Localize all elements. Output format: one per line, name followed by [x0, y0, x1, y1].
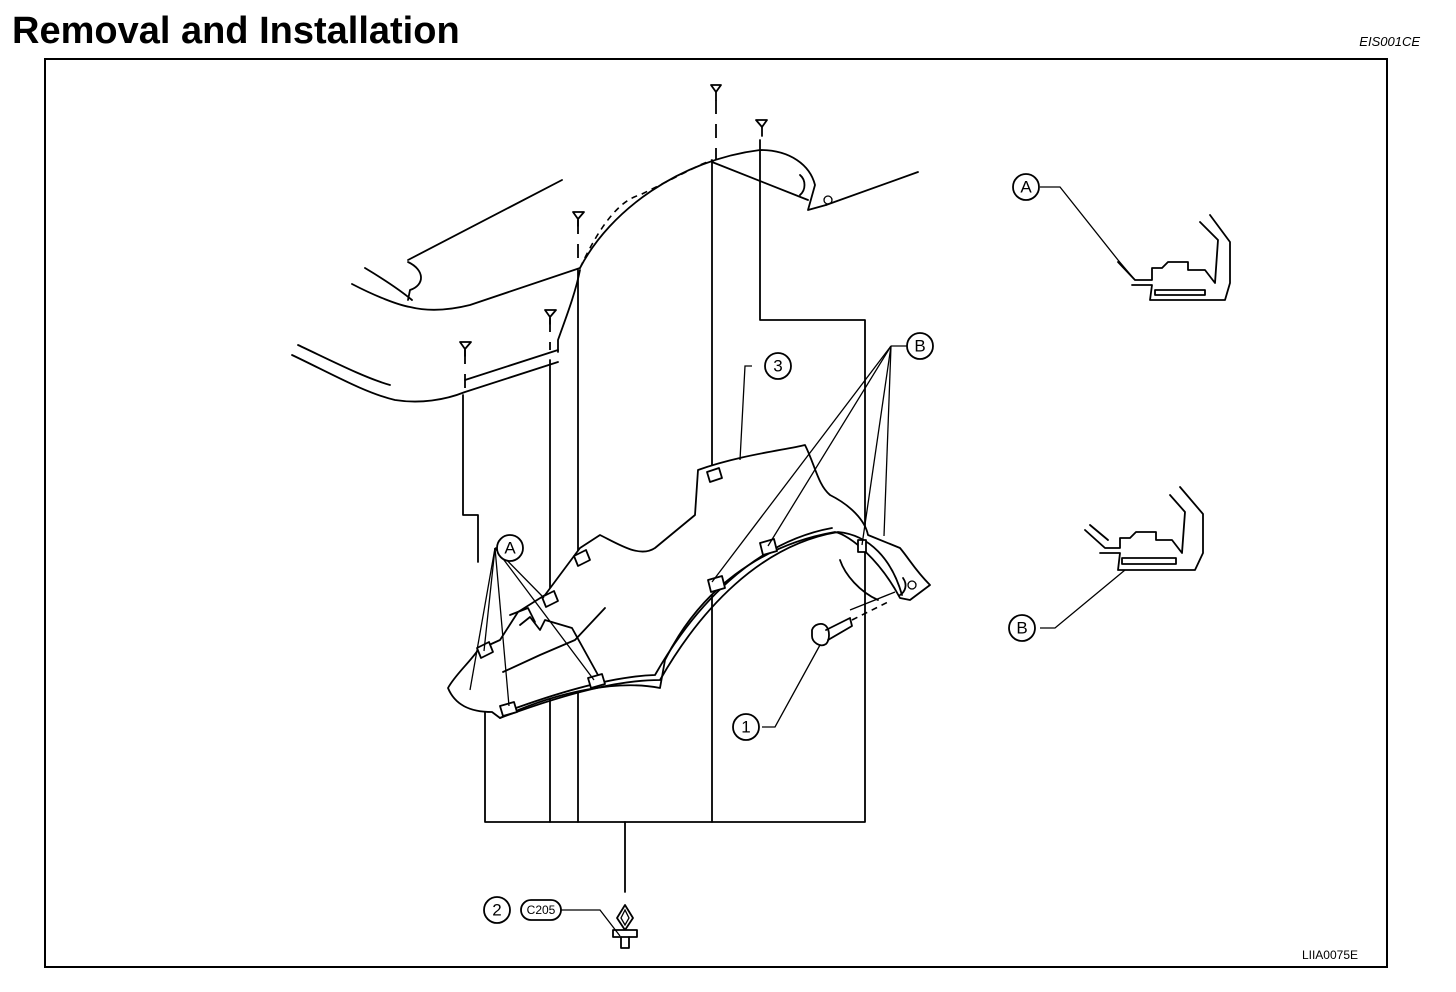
- callout-2: 2: [483, 896, 511, 924]
- svg-text:C205: C205: [527, 903, 556, 917]
- wheel-arch-top: [579, 149, 833, 269]
- protector-slots: [476, 467, 867, 717]
- svg-text:A: A: [1020, 178, 1032, 197]
- page-title: Removal and Installation: [12, 10, 460, 52]
- callout-a-main: A: [496, 534, 524, 562]
- leader-lines: [469, 345, 908, 937]
- clip-code-label: C205: [520, 899, 562, 921]
- top-clips: [459, 84, 768, 357]
- svg-text:A: A: [504, 539, 516, 558]
- upper-structure: [291, 171, 919, 403]
- svg-text:B: B: [914, 337, 925, 356]
- callout-a-detail: A: [1012, 173, 1040, 201]
- detail-a: [1040, 186, 1231, 301]
- clip-lines: [464, 100, 717, 590]
- svg-text:1: 1: [741, 718, 750, 737]
- detail-b: [1040, 486, 1204, 629]
- svg-text:2: 2: [492, 901, 501, 920]
- callout-b-detail: B: [1008, 614, 1036, 642]
- svg-text:B: B: [1016, 619, 1027, 638]
- clip-c205: [612, 904, 638, 949]
- diagram-frame: [44, 58, 1388, 968]
- screw-fastener: [811, 601, 889, 647]
- callout-b-main: B: [906, 332, 934, 360]
- callout-3: 3: [764, 352, 792, 380]
- figure-code: LIIA0075E: [1301, 948, 1358, 962]
- document-code: EIS001CE: [1359, 34, 1420, 49]
- callout-1: 1: [732, 713, 760, 741]
- svg-text:3: 3: [773, 357, 782, 376]
